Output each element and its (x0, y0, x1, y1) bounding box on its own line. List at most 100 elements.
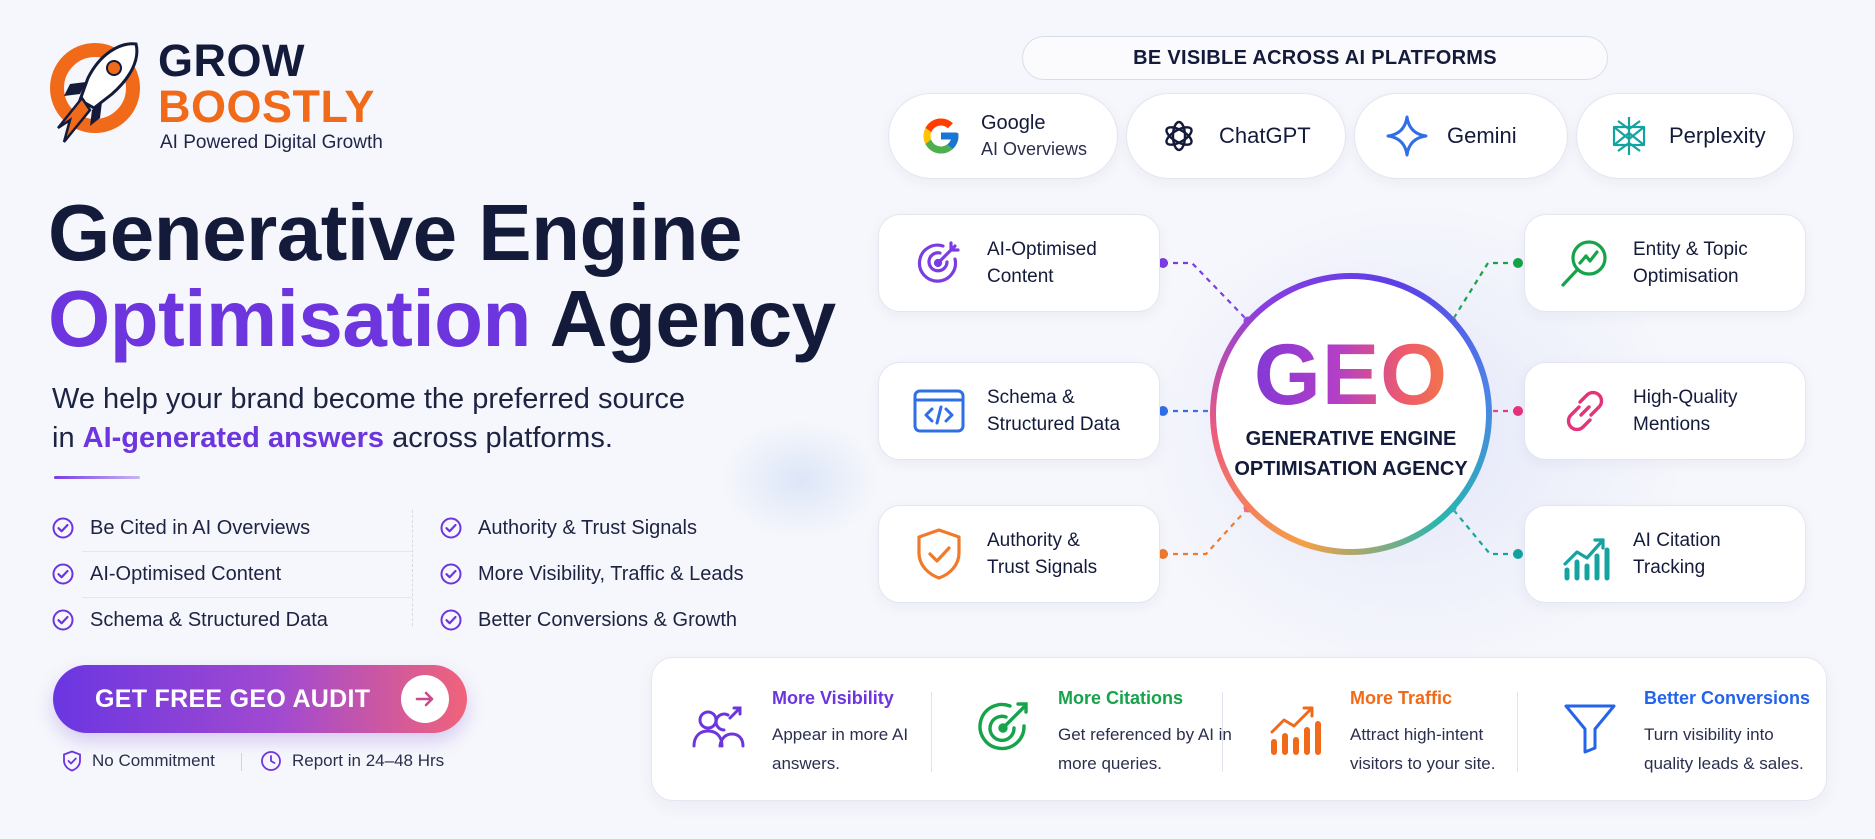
perplexity-label: Perplexity (1669, 123, 1766, 148)
page-headline: Generative Engine Optimisation Agency (48, 190, 836, 362)
benefits-column-separator (412, 510, 413, 626)
outcome-separator (1222, 692, 1223, 772)
accent-divider (54, 476, 140, 479)
google-name: Google (981, 112, 1046, 134)
platform-perplexity: Perplexity (1576, 93, 1794, 179)
outcome-more-citations: More Citations Get referenced by AI in m… (938, 658, 1232, 802)
headline-rest: Agency (549, 274, 836, 363)
get-free-geo-audit-button[interactable]: GET FREE GEO AUDIT (53, 665, 467, 733)
service-label-line2: Mentions (1633, 414, 1711, 435)
subhead-after: across platforms. (384, 422, 613, 454)
bar-chart-icon (1557, 526, 1613, 582)
check-circle-icon (440, 517, 462, 539)
subhead-line1: We help your brand become the preferred … (52, 383, 685, 415)
clock-icon (261, 751, 281, 771)
google-sub: AI Overviews (981, 139, 1088, 159)
brand-name: GROW BOOSTLY (158, 38, 375, 130)
headline-highlight: Optimisation (48, 274, 531, 363)
geo-hub (1216, 279, 1486, 549)
outcome-separator (931, 692, 932, 772)
benefit-item: Authority & Trust Signals (440, 505, 744, 551)
headline-line2: Optimisation Agency (48, 276, 836, 362)
service-label-line1: High-Quality (1633, 387, 1738, 408)
benefit-item: Be Cited in AI Overviews (52, 505, 328, 551)
hub-subtitle: GENERATIVE ENGINE OPTIMISATION AGENCY (1234, 428, 1468, 480)
background-glow-small (720, 420, 880, 540)
service-label-line2: Structured Data (987, 414, 1121, 435)
google-icon (919, 114, 963, 158)
outcome-more-visibility: More Visibility Appear in more AI answer… (652, 658, 932, 802)
subhead-in: in (52, 422, 83, 454)
outcome-better-conversions: Better Conversions Turn visibility into … (1524, 658, 1824, 802)
google-label: Google AI Overviews (981, 110, 1087, 162)
outcome-description: Get referenced by AI in more queries. (1058, 725, 1232, 773)
benefit-label: Authority & Trust Signals (478, 516, 697, 539)
outcome-title: More Traffic (1350, 688, 1453, 708)
brand-tagline: AI Powered Digital Growth (160, 132, 383, 153)
shield-check-icon (911, 526, 967, 582)
shield-check-icon (63, 750, 81, 772)
benefits-list-left: Be Cited in AI Overviews AI-Optimised Co… (52, 505, 412, 643)
benefit-label: Schema & Structured Data (90, 608, 328, 631)
platforms-banner: BE VISIBLE ACROSS AI PLATFORMS (1022, 36, 1608, 80)
service-label-line1: Authority & (987, 530, 1080, 551)
check-circle-icon (52, 563, 74, 585)
service-label-line2: Content (987, 266, 1054, 287)
perplexity-icon (1607, 114, 1651, 158)
check-circle-icon (52, 517, 74, 539)
benefit-divider (82, 551, 412, 552)
service-label-line2: Optimisation (1633, 266, 1739, 287)
outcome-description: Attract high-intent visitors to your sit… (1350, 725, 1496, 773)
platform-google: Google AI Overviews (888, 93, 1118, 179)
subhead-line2: in AI-generated answers across platforms… (52, 419, 792, 458)
service-label-line1: Schema & (987, 387, 1075, 408)
search-trend-icon (1557, 235, 1613, 291)
benefit-divider (82, 597, 412, 598)
service-schema-structured-data: Schema & Structured Data (878, 362, 1160, 460)
no-commitment-note: No Commitment (62, 750, 215, 772)
cta-label: GET FREE GEO AUDIT (95, 684, 371, 713)
benefit-label: Better Conversions & Growth (478, 608, 737, 631)
chatgpt-icon (1157, 114, 1201, 158)
outcomes-panel: More Visibility Appear in more AI answer… (651, 657, 1827, 801)
check-circle-icon (440, 563, 462, 585)
platform-gemini: Gemini (1354, 93, 1568, 179)
outcome-title: More Citations (1058, 688, 1184, 708)
benefit-label: More Visibility, Traffic & Leads (478, 562, 744, 585)
brand-name-line1: GROW (158, 35, 305, 86)
report-time-label: Report in 24–48 Hrs (292, 751, 445, 770)
service-label-line1: Entity & Topic (1633, 239, 1748, 260)
trust-separator (241, 753, 242, 771)
outcome-description: Appear in more AI answers. (772, 725, 909, 773)
benefits-list-right: Authority & Trust Signals More Visibilit… (440, 505, 744, 643)
outcome-description: Turn visibility into quality leads & sal… (1644, 725, 1804, 773)
chatgpt-label: ChatGPT (1219, 123, 1311, 148)
outcome-title: Better Conversions (1644, 688, 1811, 708)
hero-subheading: We help your brand become the preferred … (52, 380, 792, 458)
rocket-logo-icon (50, 42, 140, 143)
funnel-icon (1564, 704, 1616, 754)
growth-chart-icon (1270, 706, 1321, 755)
gemini-label: Gemini (1447, 123, 1517, 148)
benefit-item: AI-Optimised Content (52, 551, 328, 597)
brand-name-line2: BOOSTLY (158, 81, 375, 132)
service-authority-trust-signals: Authority &Trust Signals (878, 505, 1160, 603)
outcome-separator (1517, 692, 1518, 772)
hub-title: GEO (1216, 330, 1486, 420)
check-circle-icon (52, 609, 74, 631)
service-label-line2: Tracking (1633, 557, 1706, 578)
arrow-right-icon (401, 675, 449, 723)
benefit-item: Schema & Structured Data (52, 597, 328, 643)
outcome-more-traffic: More Traffic Attract high-intent visitor… (1230, 658, 1526, 802)
benefit-item: Better Conversions & Growth (440, 597, 744, 643)
outcome-title: More Visibility (772, 688, 894, 708)
service-label: Schema & Structured Data (987, 384, 1157, 438)
